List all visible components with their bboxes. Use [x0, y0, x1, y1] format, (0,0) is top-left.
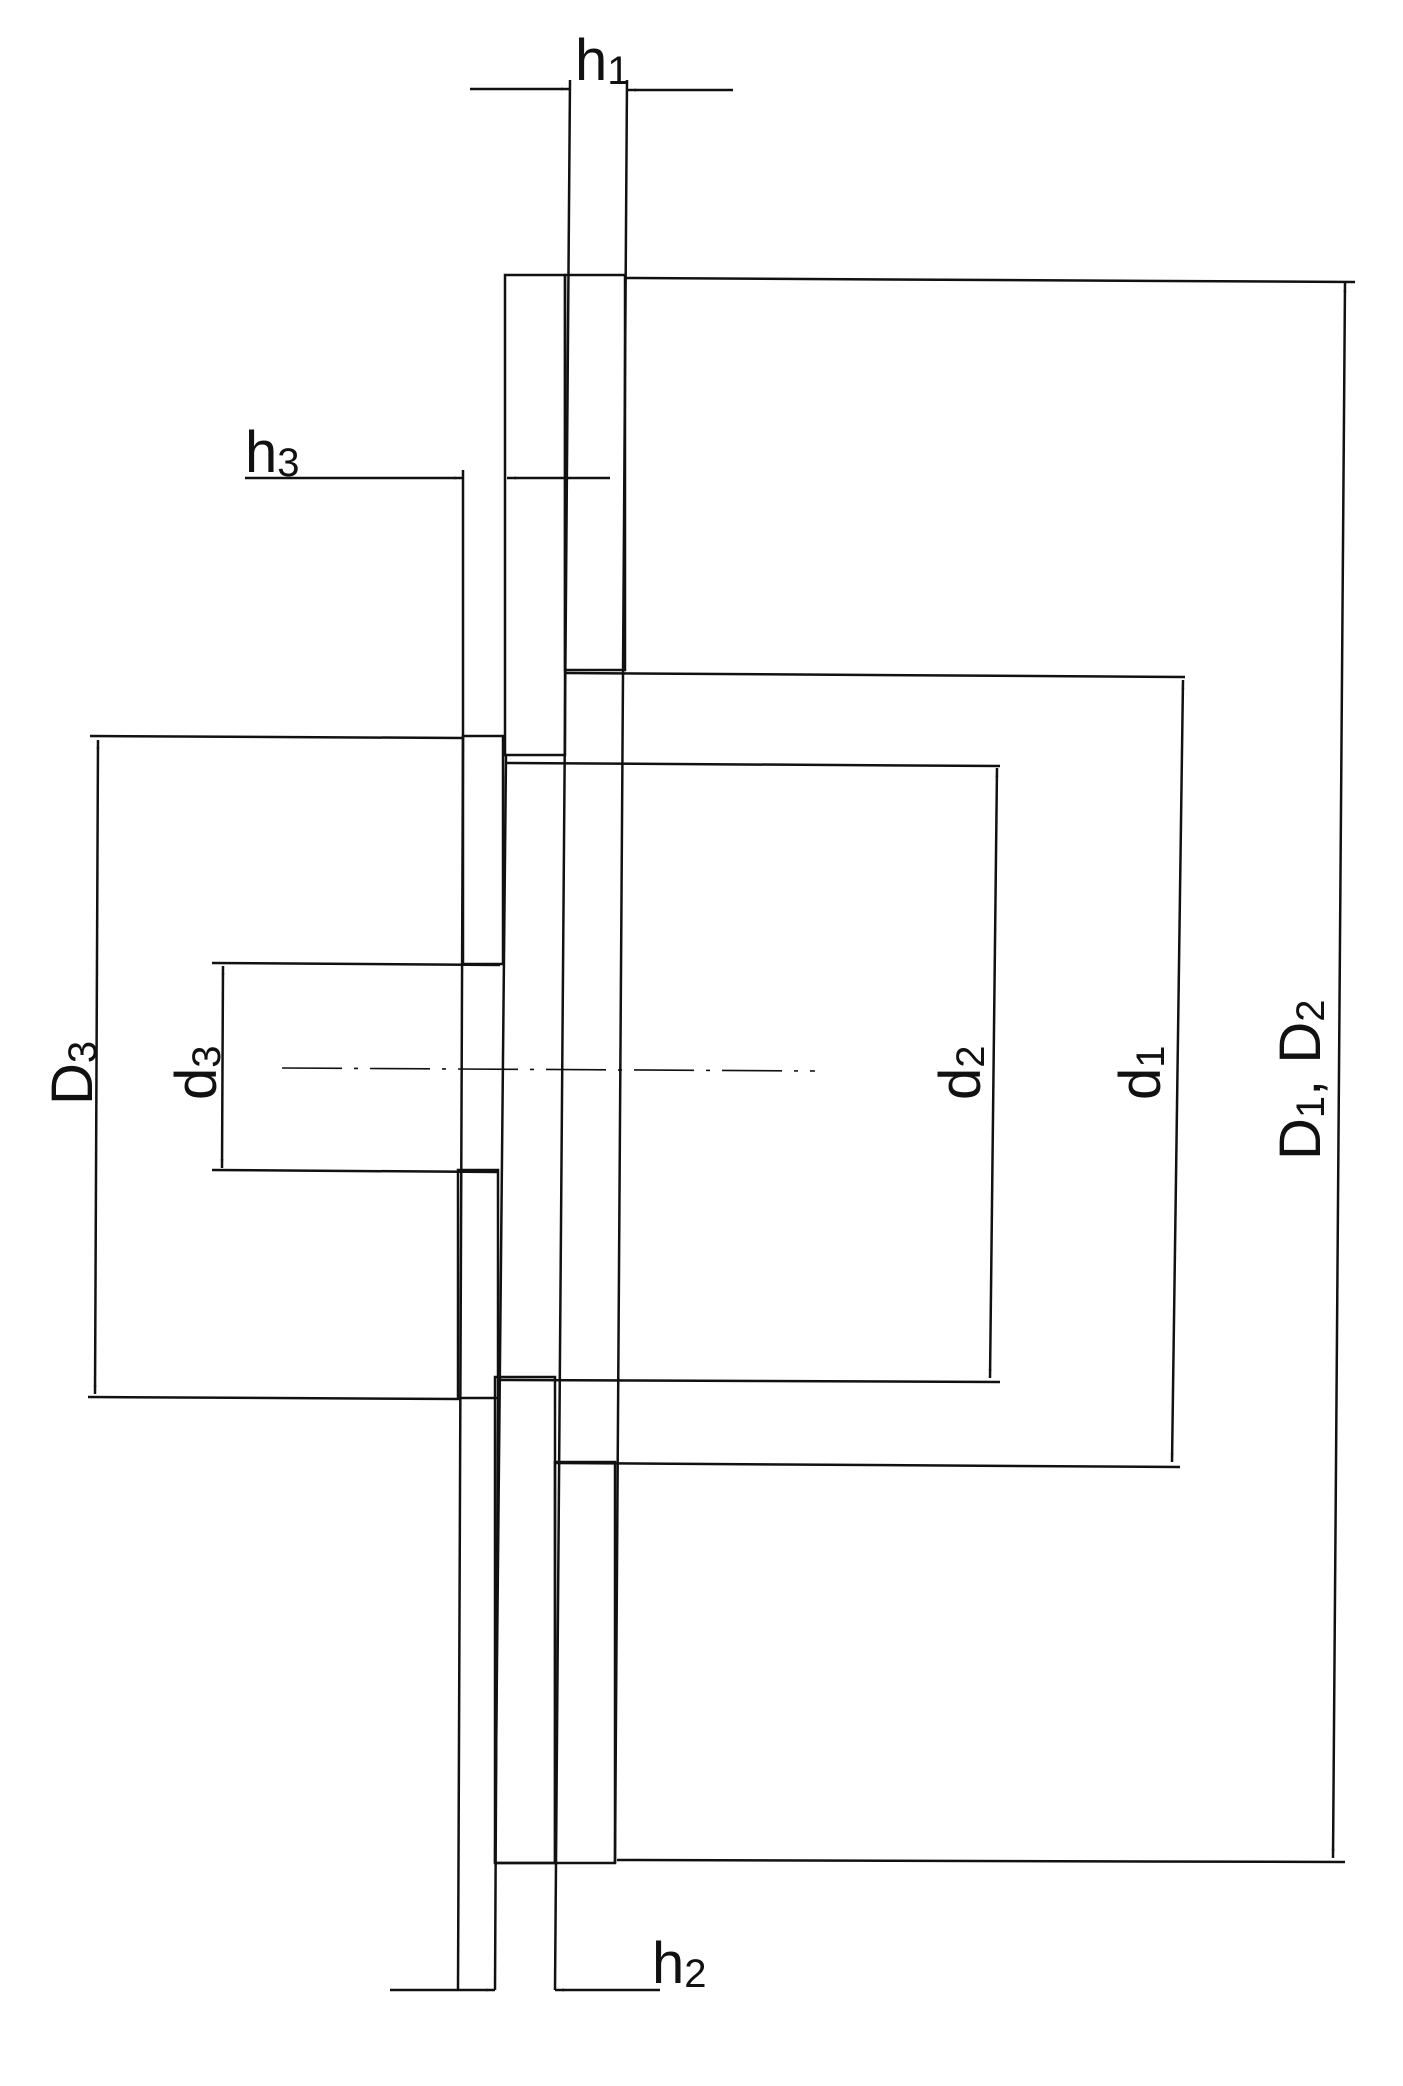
label-h1: h1 [575, 28, 630, 93]
body-outline [456, 79, 629, 1991]
dimension-labels: h1 h2 h3 D3 d3 d2 d1 D1, D2 [40, 28, 1333, 1996]
extension-lines [87, 276, 1356, 1864]
dim-d1-line [1170, 679, 1185, 1463]
hub-lower [456, 1168, 500, 1400]
dimension-lines [93, 87, 1347, 1992]
center-line [281, 1067, 816, 1072]
dim-D3-line [93, 739, 100, 1395]
dim-D1D2-line [1331, 282, 1347, 1859]
plate-left-upper [503, 273, 567, 757]
label-d2: d2 [928, 1045, 993, 1100]
label-d1: d1 [1108, 1045, 1173, 1100]
plate-right-upper [563, 273, 627, 672]
label-h3: h3 [245, 420, 300, 485]
label-D1D2: D1, D2 [1268, 999, 1333, 1160]
hub-upper [461, 734, 505, 966]
label-D3: D3 [40, 1041, 105, 1105]
label-h2: h2 [652, 1931, 707, 1996]
plate-right-lower [553, 1460, 617, 1865]
label-d3: d3 [164, 1045, 229, 1100]
dim-d3-line [220, 965, 225, 1169]
dim-d2-line [988, 767, 999, 1379]
plate-left-lower [493, 1375, 557, 1865]
